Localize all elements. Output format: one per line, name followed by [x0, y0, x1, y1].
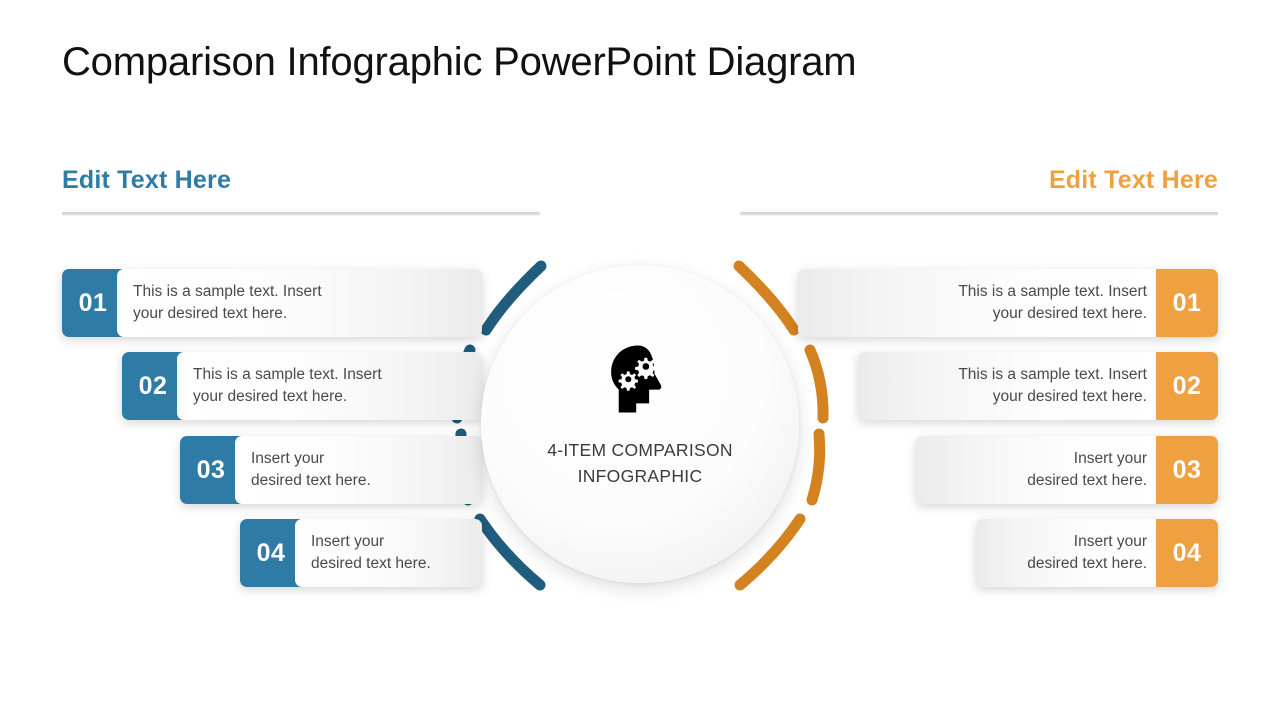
item-number-badge: 04 — [1156, 519, 1218, 587]
item-text: This is a sample text. Insert your desir… — [798, 269, 1163, 337]
page-title: Comparison Infographic PowerPoint Diagra… — [62, 40, 857, 84]
item-text: This is a sample text. Insert your desir… — [858, 352, 1163, 420]
list-item[interactable]: 03 Insert your desired text here. — [180, 436, 482, 504]
item-number-badge: 01 — [1156, 269, 1218, 337]
item-number-badge: 04 — [240, 519, 302, 587]
left-column-divider — [62, 212, 540, 216]
list-item[interactable]: 01 This is a sample text. Insert your de… — [62, 269, 482, 337]
list-item[interactable]: 04 Insert your desired text here. — [240, 519, 482, 587]
list-item[interactable]: 02 This is a sample text. Insert your de… — [122, 352, 482, 420]
head-with-gears-icon — [611, 345, 662, 413]
item-number-badge: 01 — [62, 269, 124, 337]
item-number-badge: 02 — [1156, 352, 1218, 420]
item-number-badge: 03 — [1156, 436, 1218, 504]
item-text: Insert your desired text here. — [916, 436, 1163, 504]
list-item[interactable]: 04 Insert your desired text here. — [976, 519, 1218, 587]
right-column-divider — [740, 212, 1218, 216]
center-caption: 4-ITEM COMPARISON INFOGRAPHIC — [547, 439, 733, 486]
list-item[interactable]: 03 Insert your desired text here. — [916, 436, 1218, 504]
item-number-badge: 02 — [122, 352, 184, 420]
item-text: Insert your desired text here. — [976, 519, 1163, 587]
list-item[interactable]: 02 This is a sample text. Insert your de… — [858, 352, 1218, 420]
left-column-header: Edit Text Here — [62, 166, 232, 194]
right-column-header: Edit Text Here — [1048, 166, 1218, 194]
item-text: This is a sample text. Insert your desir… — [117, 269, 482, 337]
arc-right-2 — [804, 344, 829, 424]
item-text: Insert your desired text here. — [235, 436, 482, 504]
arc-right-3 — [806, 428, 826, 506]
item-number-badge: 03 — [180, 436, 242, 504]
item-text: Insert your desired text here. — [295, 519, 482, 587]
list-item[interactable]: 01 This is a sample text. Insert your de… — [798, 269, 1218, 337]
center-circle: 4-ITEM COMPARISON INFOGRAPHIC — [481, 265, 799, 583]
item-text: This is a sample text. Insert your desir… — [177, 352, 482, 420]
